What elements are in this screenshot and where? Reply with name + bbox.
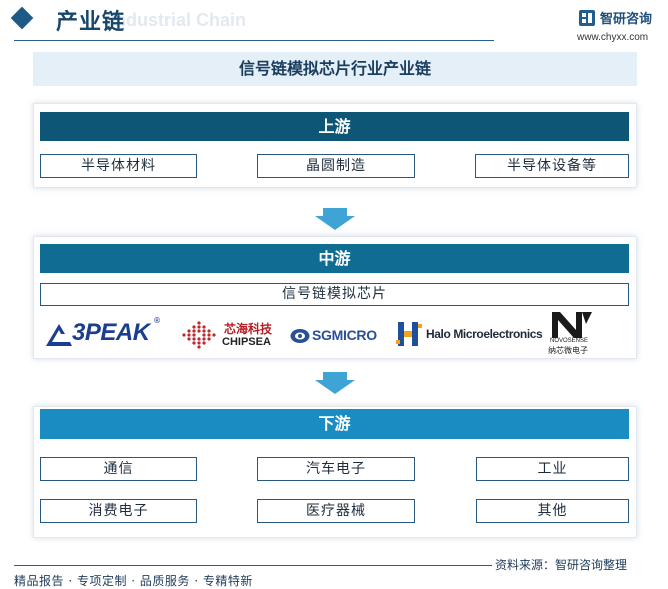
chipsea-logo-cn: 芯海科技 (224, 322, 273, 336)
downstream-header: 下游 (40, 409, 629, 439)
3peak-mountain-icon (46, 324, 72, 346)
halo-logo-text: Halo Microelectronics (426, 327, 543, 341)
downstream-item: 工业 (476, 457, 629, 481)
midstream-product: 信号链模拟芯片 (40, 283, 629, 306)
sgmicro-logo: SGMICRO (290, 325, 384, 347)
down-arrow-icon (315, 208, 355, 230)
diagram-title-bar: 信号链模拟芯片行业产业链 (33, 52, 637, 86)
upstream-item: 晶圆制造 (257, 154, 415, 178)
page-title: 产业链 (56, 10, 126, 35)
novosense-logo: NOVOSENSE 纳芯微电子 (546, 312, 598, 355)
3peak-logo: 3PEAK ® (46, 316, 162, 350)
sgmicro-eye-icon (290, 329, 310, 343)
novosense-logo-cn: 纳芯微电子 (548, 346, 588, 355)
header-watermark: Industrial Chain (110, 10, 247, 30)
chipsea-logo: 芯海科技 CHIPSEA (180, 318, 275, 352)
chipsea-dots-icon (182, 321, 216, 349)
diagram-title: 信号链模拟芯片行业产业链 (238, 59, 431, 78)
brand-logo-icon (579, 10, 595, 26)
downstream-item: 其他 (476, 499, 629, 523)
midstream-header: 中游 (40, 244, 629, 273)
halo-h-icon (396, 322, 422, 346)
halo-logo: Halo Microelectronics (396, 318, 543, 350)
downstream-item: 消费电子 (40, 499, 197, 523)
upstream-item: 半导体设备等 (475, 154, 629, 178)
chipsea-logo-en: CHIPSEA (222, 336, 271, 348)
downstream-item: 通信 (40, 457, 197, 481)
novosense-logo-en: NOVOSENSE (550, 338, 589, 344)
source-note: 资料来源：智研咨询整理 (495, 558, 628, 572)
3peak-logo-text: 3PEAK (72, 319, 150, 346)
brand-url[interactable]: www.chyxx.com (577, 32, 649, 43)
header-diamond-icon (10, 6, 34, 30)
upstream-item: 半导体材料 (40, 154, 197, 178)
brand-name: 智研咨询 (600, 12, 653, 27)
novosense-n-icon (552, 312, 592, 338)
footer-tagline: 精品报告 · 专项定制 · 品质服务 · 专精特新 (14, 574, 253, 588)
upstream-header: 上游 (40, 112, 629, 141)
downstream-item: 汽车电子 (257, 457, 415, 481)
down-arrow-icon (315, 372, 355, 394)
sgmicro-logo-text: SGMICRO (312, 327, 377, 343)
downstream-item: 医疗器械 (257, 499, 415, 523)
header-divider (14, 40, 494, 41)
footer-divider (14, 565, 492, 566)
